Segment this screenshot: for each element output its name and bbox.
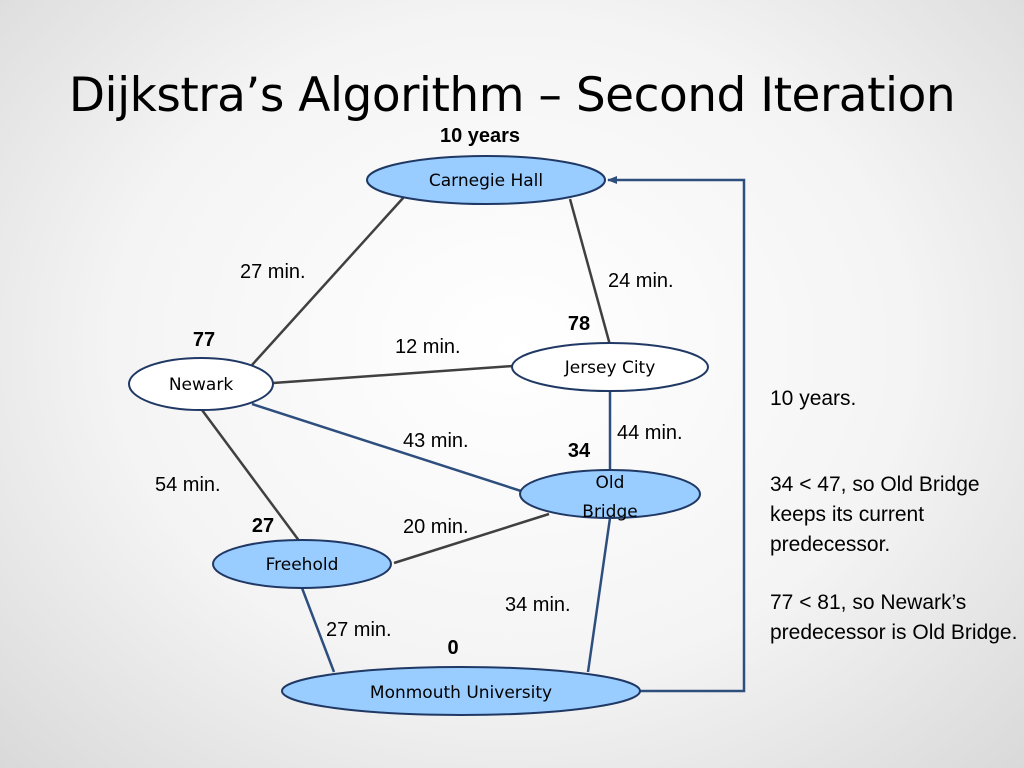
edge-newark-freehold <box>200 409 302 543</box>
distance-jersey: 78 <box>568 313 590 335</box>
distance-freehold: 27 <box>252 515 274 537</box>
node-old-bridge[interactable]: Old Bridge <box>519 469 701 522</box>
edge-label-newark-jersey: 12 min. <box>395 336 461 358</box>
node-freehold[interactable]: Freehold <box>212 539 392 589</box>
edge-label-freehold-oldbridge: 20 min. <box>403 516 469 538</box>
note-3: 77 < 81, so Newark’s predecessor is Old … <box>770 591 1018 644</box>
node-label-carnegie: Carnegie Hall <box>429 171 543 191</box>
node-label-oldbridge-2: Bridge <box>582 502 637 522</box>
node-label-newark: Newark <box>169 375 233 395</box>
slide-title: Dijkstra’s Algorithm – Second Iteration <box>68 68 956 123</box>
edge-freehold-oldbridge <box>393 512 550 565</box>
node-carnegie-hall[interactable]: Carnegie Hall <box>366 155 606 205</box>
edge-carnegie-jersey <box>568 198 612 346</box>
node-jersey-city[interactable]: Jersey City <box>511 342 709 392</box>
distance-newark: 77 <box>193 329 215 351</box>
note-2: 34 < 47, so Old Bridge keeps its current… <box>770 473 980 556</box>
edge-newark-oldbridge <box>251 402 522 493</box>
node-label-monmouth: Monmouth University <box>370 683 552 703</box>
edge-freehold-monmouth <box>300 587 336 673</box>
note-1: 10 years. <box>770 387 857 410</box>
node-newark[interactable]: Newark <box>128 357 274 411</box>
edge-newark-jersey <box>272 364 514 385</box>
edge-oldbridge-monmouth <box>586 517 612 673</box>
edge-newark-carnegie <box>251 196 405 366</box>
edge-monmouth-carnegie-arrow <box>607 176 746 693</box>
edge-label-jersey-oldbridge: 44 min. <box>617 422 683 444</box>
edge-label-oldbridge-monmouth: 34 min. <box>505 594 571 616</box>
node-label-oldbridge-1: Old <box>596 473 625 493</box>
distance-oldbridge: 34 <box>568 440 591 462</box>
edge-label-newark-oldbridge: 43 min. <box>403 430 469 452</box>
node-label-jersey: Jersey City <box>564 358 656 378</box>
node-monmouth-university[interactable]: Monmouth University <box>281 666 641 716</box>
distance-monmouth: 0 <box>447 637 458 659</box>
distance-carnegie: 10 years <box>440 125 520 147</box>
node-label-freehold: Freehold <box>266 555 339 575</box>
edge-label-newark-carnegie: 27 min. <box>240 261 306 283</box>
edge-label-carnegie-jersey: 24 min. <box>608 270 674 292</box>
edge-label-freehold-monmouth: 27 min. <box>326 619 392 641</box>
edge-label-newark-freehold: 54 min. <box>155 474 221 496</box>
